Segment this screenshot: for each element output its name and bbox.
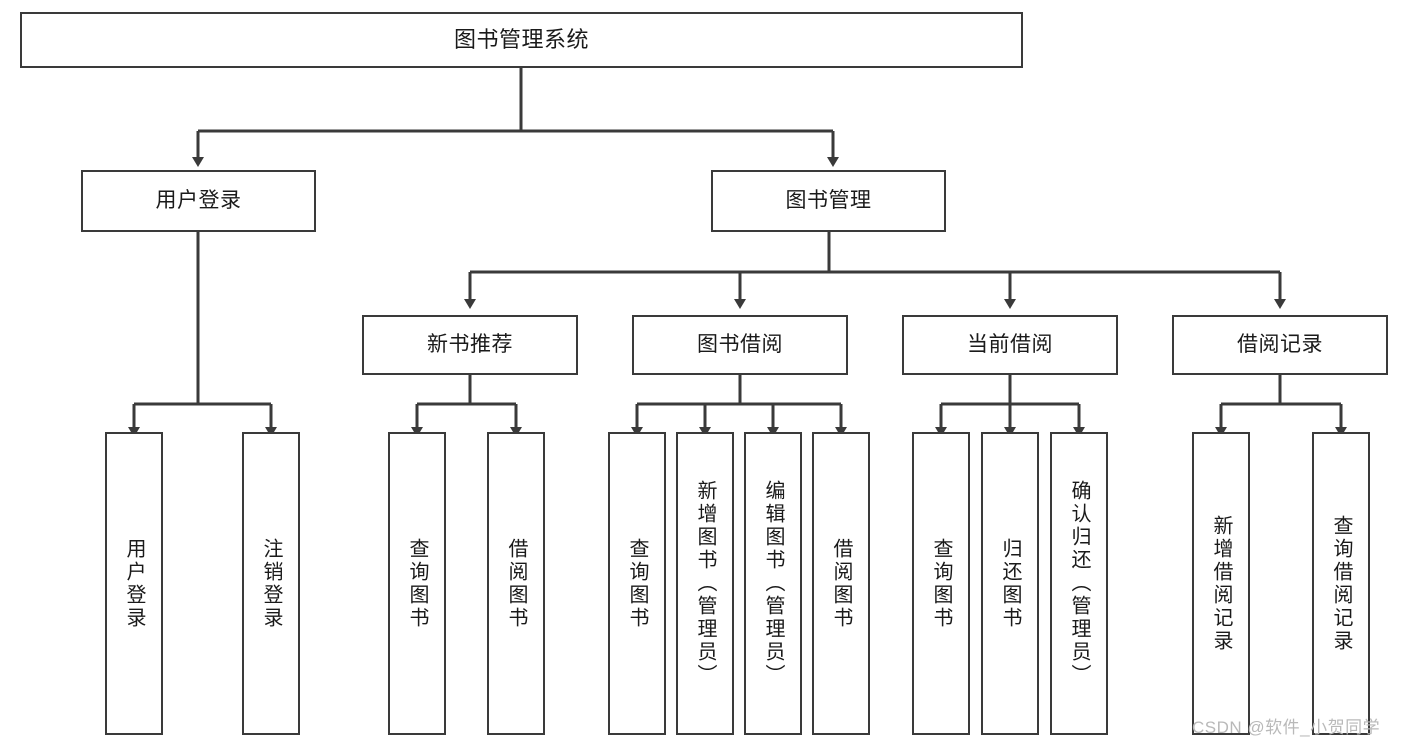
leaf-query-book-2-label: 查询图书 — [626, 537, 648, 630]
leaf-confirm-return-label: 确认归还（管理员） — [1068, 480, 1090, 687]
leaf-query-book-2[interactable]: 查询图书 — [608, 432, 666, 735]
leaf-add-book[interactable]: 新增图书（管理员） — [676, 432, 734, 735]
leaf-edit-book[interactable]: 编辑图书（管理员） — [744, 432, 802, 735]
node-user-login[interactable]: 用户登录 — [81, 170, 316, 232]
node-book-management-label: 图书管理 — [785, 188, 872, 212]
leaf-add-book-label: 新增图书（管理员） — [694, 480, 716, 687]
leaf-logout[interactable]: 注销登录 — [242, 432, 300, 735]
node-new-book-recommend-label: 新书推荐 — [427, 332, 513, 356]
leaf-query-book-3-label: 查询图书 — [930, 537, 952, 630]
leaf-user-login-label: 用户登录 — [123, 537, 145, 630]
leaf-edit-book-label: 编辑图书（管理员） — [762, 480, 784, 687]
node-borrow-record[interactable]: 借阅记录 — [1172, 315, 1388, 375]
leaf-borrow-book-2[interactable]: 借阅图书 — [812, 432, 870, 735]
leaf-query-book-1-label: 查询图书 — [406, 537, 428, 630]
node-current-borrow[interactable]: 当前借阅 — [902, 315, 1118, 375]
node-user-login-label: 用户登录 — [155, 188, 242, 212]
node-new-book-recommend[interactable]: 新书推荐 — [362, 315, 578, 375]
leaf-query-record[interactable]: 查询借阅记录 — [1312, 432, 1370, 735]
node-root[interactable]: 图书管理系统 — [20, 12, 1023, 68]
node-book-management[interactable]: 图书管理 — [711, 170, 946, 232]
node-borrow-record-label: 借阅记录 — [1237, 332, 1323, 356]
leaf-user-login[interactable]: 用户登录 — [105, 432, 163, 735]
leaf-add-record-label: 新增借阅记录 — [1210, 514, 1232, 653]
leaf-return-book[interactable]: 归还图书 — [981, 432, 1039, 735]
watermark-text: CSDN @软件_小贺同学 — [1192, 718, 1381, 737]
leaf-query-book-3[interactable]: 查询图书 — [912, 432, 970, 735]
leaf-logout-label: 注销登录 — [260, 537, 282, 630]
leaf-query-record-label: 查询借阅记录 — [1330, 514, 1352, 653]
leaf-borrow-book-1[interactable]: 借阅图书 — [487, 432, 545, 735]
node-current-borrow-label: 当前借阅 — [967, 332, 1053, 356]
leaf-borrow-book-1-label: 借阅图书 — [505, 537, 527, 630]
leaf-return-book-label: 归还图书 — [999, 537, 1021, 630]
leaf-borrow-book-2-label: 借阅图书 — [830, 537, 852, 630]
node-root-label: 图书管理系统 — [453, 27, 589, 53]
leaf-add-record[interactable]: 新增借阅记录 — [1192, 432, 1250, 735]
leaf-confirm-return[interactable]: 确认归还（管理员） — [1050, 432, 1108, 735]
node-book-borrow-label: 图书借阅 — [697, 332, 783, 356]
node-book-borrow[interactable]: 图书借阅 — [632, 315, 848, 375]
leaf-query-book-1[interactable]: 查询图书 — [388, 432, 446, 735]
